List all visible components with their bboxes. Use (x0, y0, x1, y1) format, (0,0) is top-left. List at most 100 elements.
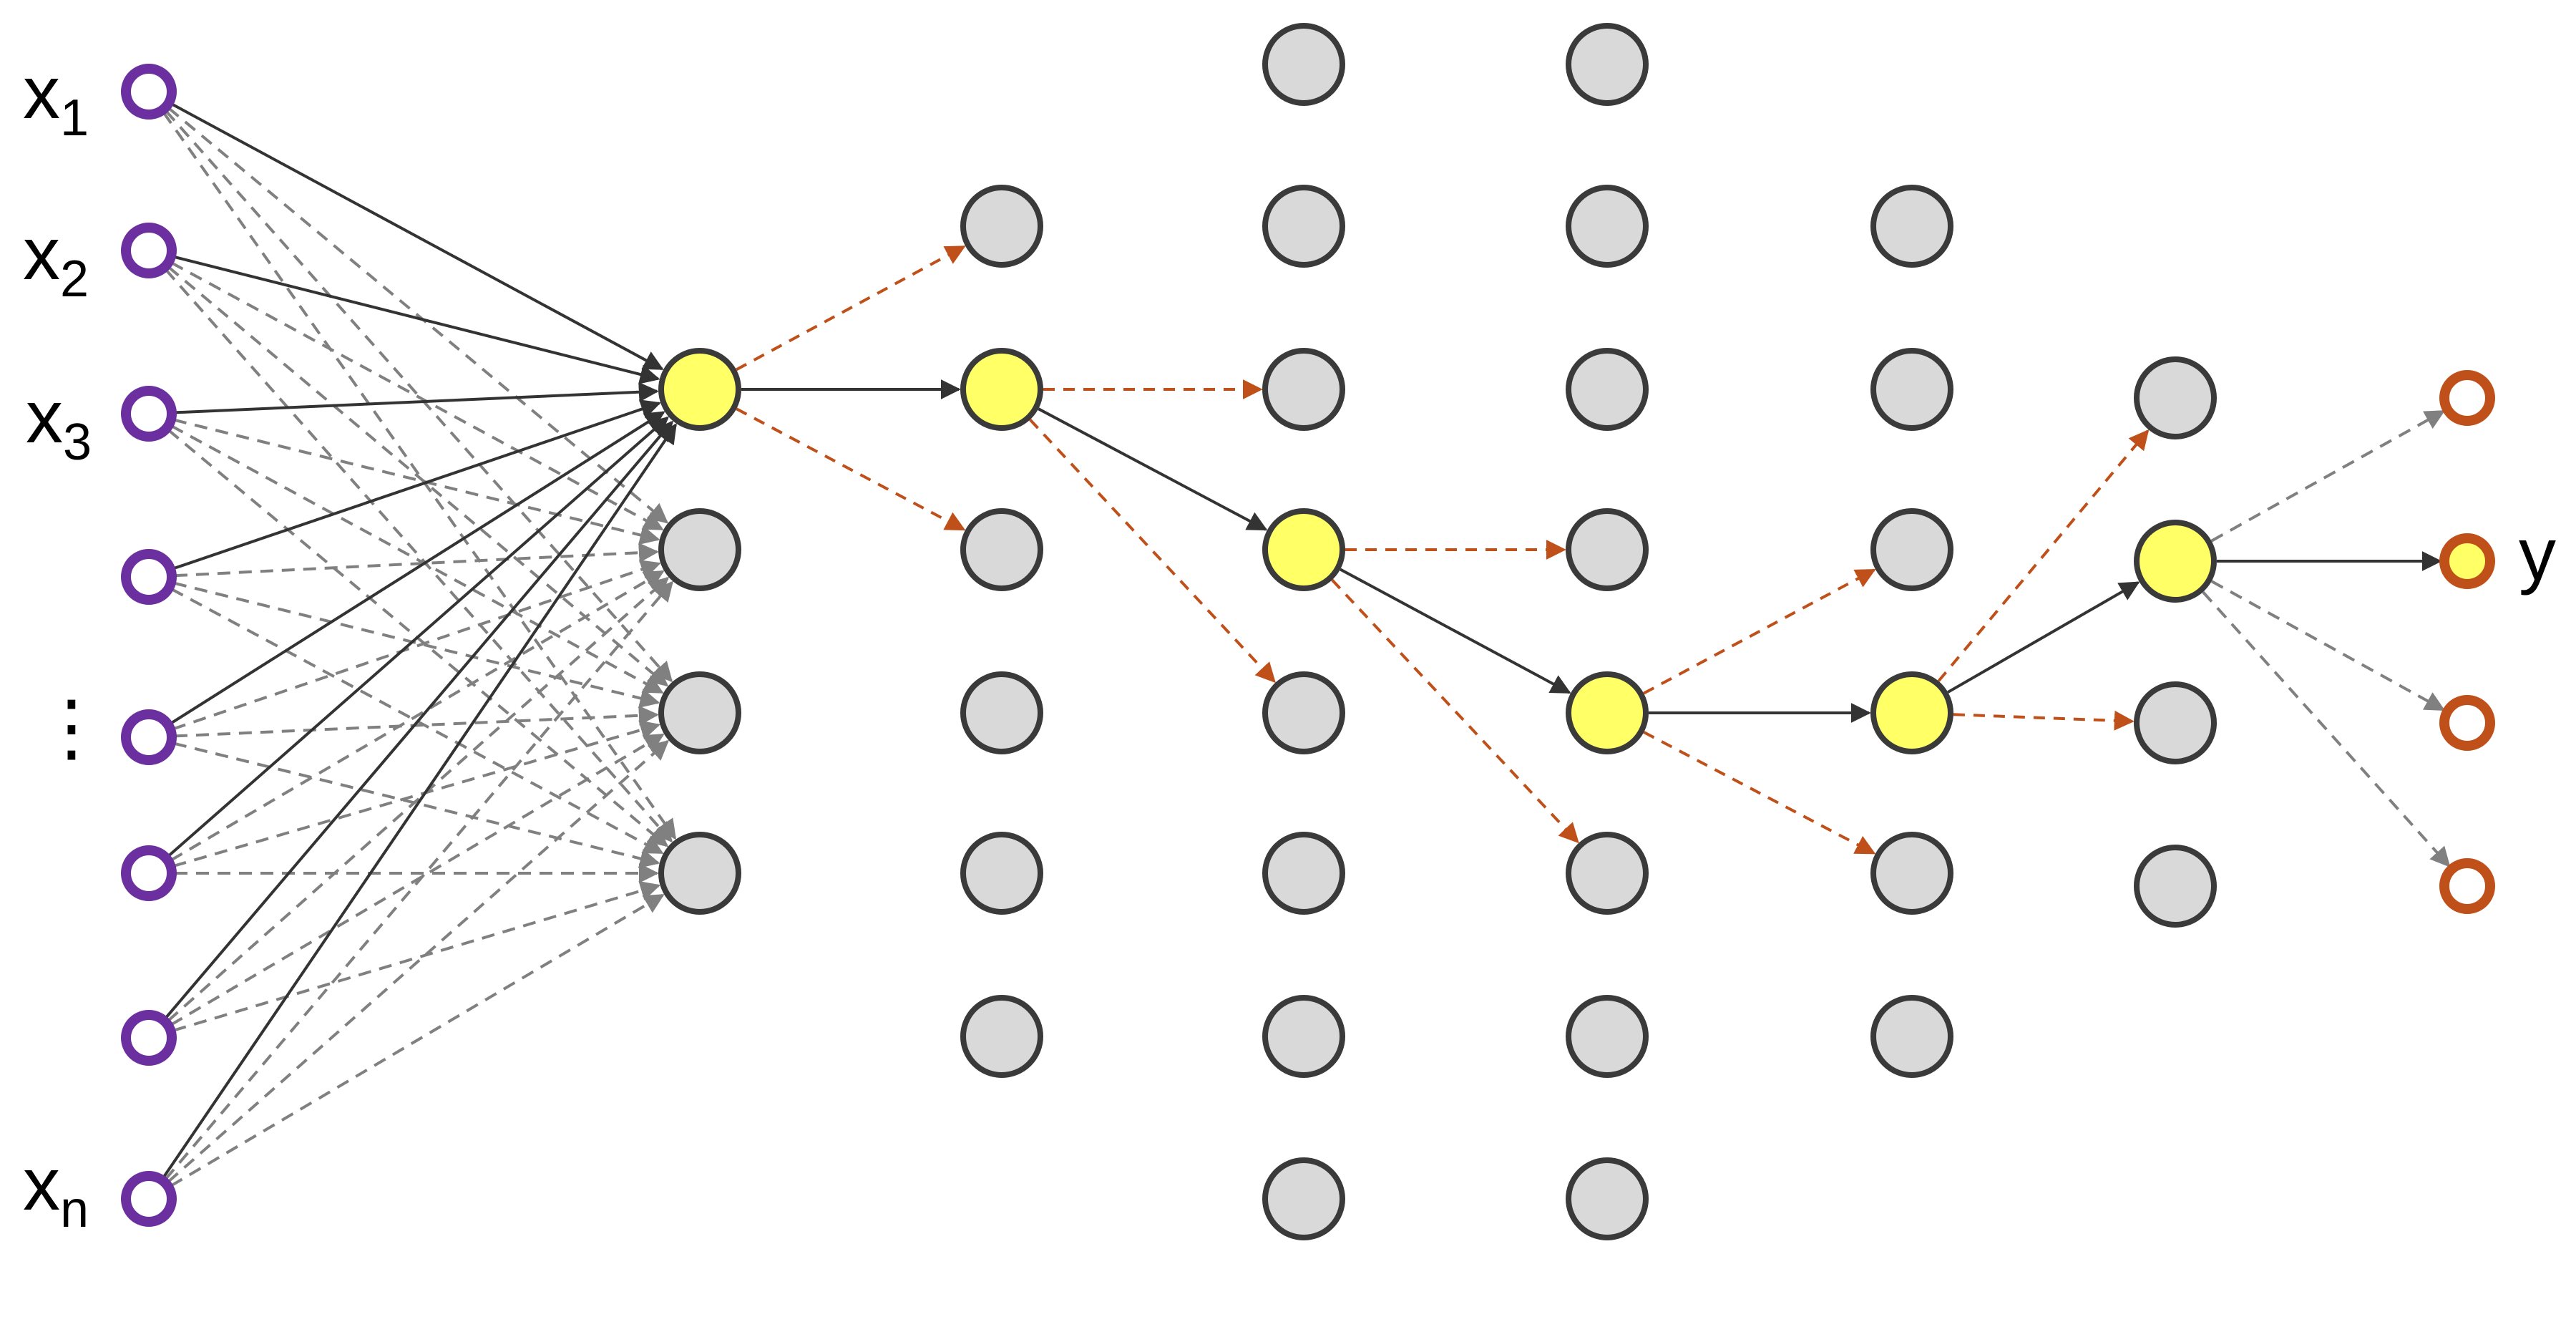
hidden-node (658, 832, 741, 915)
active-connection-line (170, 411, 665, 725)
inactive-connection-line (165, 110, 673, 683)
hidden-node (960, 995, 1043, 1078)
hidden-node (1262, 832, 1345, 915)
input-node (121, 386, 177, 442)
hidden-node (1870, 508, 1953, 591)
connection-lines (162, 102, 2451, 1187)
input-label-ellipsis: ⋮ (34, 686, 109, 769)
input-label-n: xn (23, 1143, 89, 1238)
hidden-node (2134, 845, 2217, 928)
candidate-connection-line (736, 245, 966, 371)
active-connection-line (173, 255, 660, 384)
hidden-node-active (960, 348, 1043, 431)
inactive-connection-line (172, 880, 661, 1032)
neuron-nodes (121, 23, 2495, 1240)
active-connection-line (167, 416, 670, 857)
hidden-node (1262, 23, 1345, 106)
output-node-active (2439, 533, 2495, 589)
candidate-connection-line (736, 407, 966, 531)
hidden-node-active (1566, 671, 1649, 754)
hidden-node-active (2134, 520, 2217, 603)
hidden-node (2134, 681, 2217, 764)
hidden-node (2134, 356, 2217, 439)
inactive-connection-line (2210, 409, 2446, 543)
inactive-connection-line (170, 570, 665, 862)
candidate-connection-line (1643, 568, 1876, 695)
active-connection-line (172, 399, 661, 570)
input-label-2: x2 (23, 213, 89, 308)
inactive-connection-line (174, 543, 659, 578)
hidden-node (1262, 995, 1345, 1078)
input-node (121, 709, 177, 765)
input-node (121, 1171, 177, 1227)
hidden-node (1566, 23, 1649, 106)
active-connection-line (1947, 581, 2140, 694)
inactive-connection-line (162, 112, 677, 840)
input-node (121, 1010, 177, 1066)
output-node (2439, 370, 2495, 426)
hidden-node-active (658, 348, 741, 431)
hidden-node (1566, 185, 1649, 268)
hidden-node-active (1262, 508, 1345, 591)
input-label-3: x3 (26, 376, 92, 471)
hidden-node (1262, 671, 1345, 754)
active-connection-line (170, 102, 664, 371)
inactive-connection-line (170, 733, 665, 1026)
node-labels: x1 x2 x3 ⋮ xn y (23, 52, 2556, 1238)
input-node (121, 549, 177, 605)
candidate-connection-line (1643, 731, 1876, 855)
hidden-node (658, 671, 741, 754)
active-connection-line (162, 423, 677, 1179)
inactive-connection-line (2202, 590, 2451, 867)
input-node (121, 64, 177, 120)
hidden-node (1870, 995, 1953, 1078)
inactive-connection-line (170, 261, 664, 531)
hidden-node (1566, 995, 1649, 1078)
active-connection-line (1340, 568, 1571, 694)
inactive-connection-line (167, 576, 670, 1022)
hidden-node (960, 671, 1043, 754)
candidate-connection-line (1937, 429, 2150, 682)
candidate-connection-line (1953, 710, 2135, 731)
input-node (121, 845, 177, 901)
inactive-connection-line (172, 560, 661, 731)
hidden-node (1870, 185, 1953, 268)
hidden-node (1262, 348, 1345, 431)
hidden-node (960, 832, 1043, 915)
inactive-connection-line (170, 424, 664, 694)
inactive-connection-line (173, 418, 660, 545)
candidate-connection-line (1029, 419, 1276, 684)
inactive-connection-line (167, 739, 670, 1183)
candidate-connection-line (1331, 578, 1579, 844)
inactive-connection-line (173, 720, 661, 867)
hidden-node (1566, 508, 1649, 591)
input-node (121, 223, 177, 278)
hidden-node (1566, 1157, 1649, 1240)
output-label-y: y (2519, 513, 2556, 596)
hidden-node-active (1870, 671, 1953, 754)
inactive-connection-line (167, 266, 669, 687)
hidden-node (1566, 348, 1649, 431)
inactive-connection-line (173, 581, 660, 709)
inactive-connection-line (2210, 580, 2446, 711)
hidden-node (1262, 1157, 1345, 1240)
inactive-connection-line (165, 268, 673, 843)
hidden-node (1870, 832, 1953, 915)
input-label-1: x1 (23, 52, 89, 147)
active-connection-line (174, 381, 659, 414)
active-connection-line (164, 420, 673, 1019)
inactive-connection-line (173, 742, 660, 869)
hidden-node (960, 508, 1043, 591)
hidden-node (960, 185, 1043, 268)
hidden-node (1566, 832, 1649, 915)
hidden-node (658, 508, 741, 591)
output-node (2439, 695, 2495, 751)
inactive-connection-line (167, 107, 669, 524)
output-node (2439, 858, 2495, 914)
inactive-connection-line (170, 893, 665, 1187)
active-connection-line (1038, 407, 1268, 531)
inactive-connection-line (170, 588, 664, 855)
hidden-node (1262, 185, 1345, 268)
inactive-connection-line (164, 580, 673, 1180)
